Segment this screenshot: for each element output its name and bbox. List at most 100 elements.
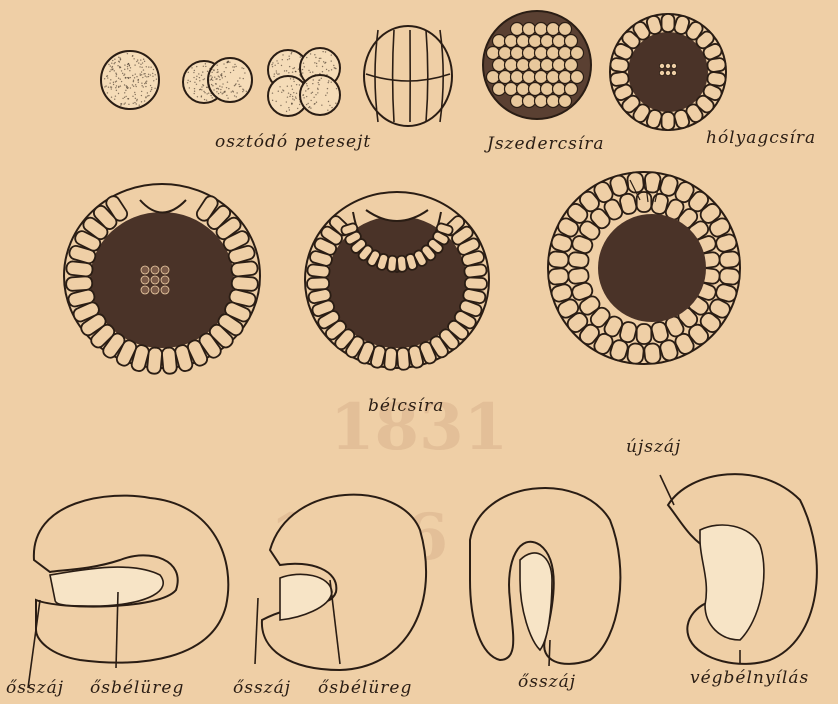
morula-cell: [499, 71, 512, 84]
morula-cell: [493, 59, 506, 72]
outer-cell: [644, 343, 661, 364]
leader-line: [660, 475, 674, 505]
inner-cell: [568, 252, 590, 269]
section-3-drawing: [470, 488, 620, 664]
gastrula-cell: [307, 277, 330, 290]
label-osszaj-2: ősszáj: [233, 678, 291, 698]
inner-cell: [637, 324, 652, 344]
gastrula-cell: [231, 261, 258, 277]
morula-cell: [535, 47, 548, 60]
morula-cell: [541, 83, 554, 96]
morula-cell: [505, 59, 518, 72]
label-blastula: hólyagcsíra: [706, 128, 816, 148]
label-ujszaj: újszáj: [626, 437, 681, 457]
section-2-drawing: [262, 495, 426, 670]
leader-line: [255, 598, 258, 664]
yolk-cell: [161, 266, 169, 274]
archenteron: [598, 214, 706, 322]
morula-cell: [535, 71, 548, 84]
morula-cell: [517, 59, 530, 72]
morula-cell: [553, 59, 566, 72]
morula-cell: [511, 71, 524, 84]
gastrula-early-drawing: [64, 184, 260, 374]
inner-cell: [671, 70, 676, 75]
morula-cell: [529, 83, 542, 96]
label-osbelureg-1: ősbélüreg: [90, 678, 184, 698]
gastrula-layered-drawing: [548, 172, 741, 365]
morula-cell: [529, 59, 542, 72]
outer-cell: [627, 343, 644, 364]
morula-cell: [517, 35, 530, 48]
morula-cell: [547, 23, 560, 36]
morula-cell: [571, 71, 584, 84]
morula-cell: [565, 35, 578, 48]
inner-cell: [568, 267, 590, 284]
label-vegbelnyilas: végbélnyílás: [690, 668, 809, 688]
morula-cell: [553, 83, 566, 96]
morula-cell: [559, 71, 572, 84]
morula-cell: [505, 35, 518, 48]
yolk-cell: [161, 286, 169, 294]
label-gastrula: bélcsíra: [368, 396, 444, 416]
gastrula-cell: [66, 276, 93, 291]
morula-cell: [559, 47, 572, 60]
morula-cell: [535, 95, 548, 108]
morula-cell: [547, 95, 560, 108]
yolk-cell: [151, 266, 159, 274]
label-osbelureg-2: ősbélüreg: [318, 678, 412, 698]
label-osszaj-3: ősszáj: [518, 672, 576, 692]
label-osszaj-1: ősszáj: [6, 678, 64, 698]
inner-cell: [671, 63, 676, 68]
morula-cell: [553, 35, 566, 48]
morula-cell: [499, 47, 512, 60]
gastrula-invaginating-drawing: [305, 192, 489, 370]
outer-cell: [548, 251, 569, 268]
morula-cell: [511, 23, 524, 36]
morula-cell: [535, 23, 548, 36]
morula-cell: [511, 95, 524, 108]
inner-cell: [637, 192, 652, 212]
morula-cell: [559, 23, 572, 36]
egg-cell: [101, 51, 159, 109]
yolk-cell: [161, 276, 169, 284]
zygote-cell: [101, 51, 159, 109]
blastomere: [300, 75, 340, 115]
morula-cell: [565, 59, 578, 72]
morula-cell: [541, 59, 554, 72]
inner-cell: [665, 63, 670, 68]
inner-cell: [659, 70, 664, 75]
morula-cell: [523, 23, 536, 36]
morula-cell: [547, 71, 560, 84]
gastrula-cell: [464, 264, 487, 278]
gastrula-cell: [465, 277, 488, 290]
morula-cell: [541, 35, 554, 48]
leader-line: [28, 600, 40, 688]
blastula-cell: [707, 57, 727, 72]
label-morula: Jszedercsíra: [487, 134, 605, 154]
outer-cell: [719, 251, 740, 268]
outer-cell: [548, 268, 569, 285]
morula-cell: [517, 83, 530, 96]
morula-cell: [523, 95, 536, 108]
morula-cell: [547, 47, 560, 60]
eight-cell-stage: [364, 26, 452, 126]
morula-drawing: [483, 11, 591, 119]
four-cell-stage: [268, 48, 340, 116]
outer-cell: [719, 268, 740, 285]
gastrula-cell: [161, 347, 177, 374]
endoderm-layer: [50, 567, 163, 606]
section-1-drawing: [34, 496, 228, 663]
morula-cell: [565, 83, 578, 96]
blastula-drawing: [610, 14, 727, 130]
morula-cell: [487, 71, 500, 84]
inner-cell: [659, 63, 664, 68]
morula-cell: [559, 95, 572, 108]
morula-cell: [505, 83, 518, 96]
yolk-cell: [151, 276, 159, 284]
morula-cell: [523, 47, 536, 60]
morula-cell: [571, 47, 584, 60]
gastrula-cell: [397, 347, 410, 370]
two-cell-stage: [183, 58, 252, 103]
blastomere: [208, 58, 252, 102]
